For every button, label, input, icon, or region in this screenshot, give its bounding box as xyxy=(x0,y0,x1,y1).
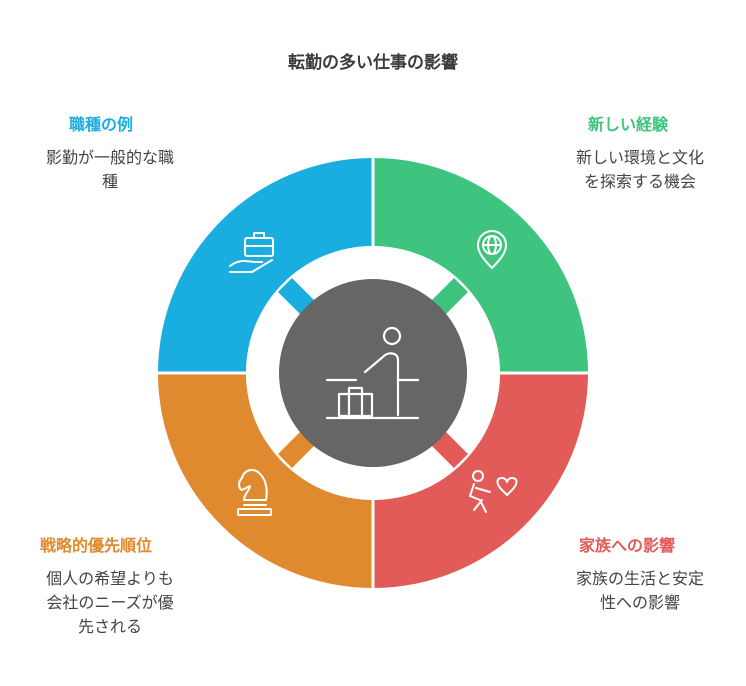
label-bottom-right: 家族への影響 xyxy=(579,536,676,555)
desc-bottom-left-line3: 先される xyxy=(77,617,142,636)
label-top-right: 新しい経験 xyxy=(588,115,669,134)
desc-bottom-left-line1: 個人の希望よりも xyxy=(46,569,174,588)
quadrant-top-right xyxy=(373,158,588,373)
label-bottom-left: 戦略的優先順位 xyxy=(40,536,153,555)
desc-top-right-line1: 新しい環境と文化 xyxy=(575,148,704,167)
diagram-title: 転勤の多い仕事の影響 xyxy=(288,53,458,73)
family-heart-icon xyxy=(469,470,518,513)
desc-top-left: 影勤が一般的な職 種 xyxy=(18,146,202,194)
desc-top-left-line2: 種 xyxy=(101,172,118,191)
desc-bottom-left: 個人の希望よりも 会社のニーズが優 先される xyxy=(18,567,202,639)
center-circle xyxy=(279,279,467,467)
desc-bottom-right-line2: 性への影響 xyxy=(599,593,680,612)
desc-top-left-line1: 影勤が一般的な職 xyxy=(45,148,174,167)
desc-bottom-right: 家族の生活と安定 性への影響 xyxy=(548,567,732,615)
globe-pin-icon xyxy=(477,230,507,269)
quadrant-top-left xyxy=(158,158,373,373)
hand-briefcase-icon xyxy=(229,232,274,273)
chess-knight-icon xyxy=(237,469,272,516)
desc-bottom-right-line1: 家族の生活と安定 xyxy=(575,569,704,588)
desc-top-right: 新しい環境と文化 を探索する機会 xyxy=(548,146,732,194)
desc-top-right-line2: を探索する機会 xyxy=(583,172,696,191)
traveler-luggage-icon xyxy=(325,326,420,420)
label-top-left: 職種の例 xyxy=(69,115,134,134)
desc-bottom-left-line2: 会社のニーズが優 xyxy=(46,593,174,612)
